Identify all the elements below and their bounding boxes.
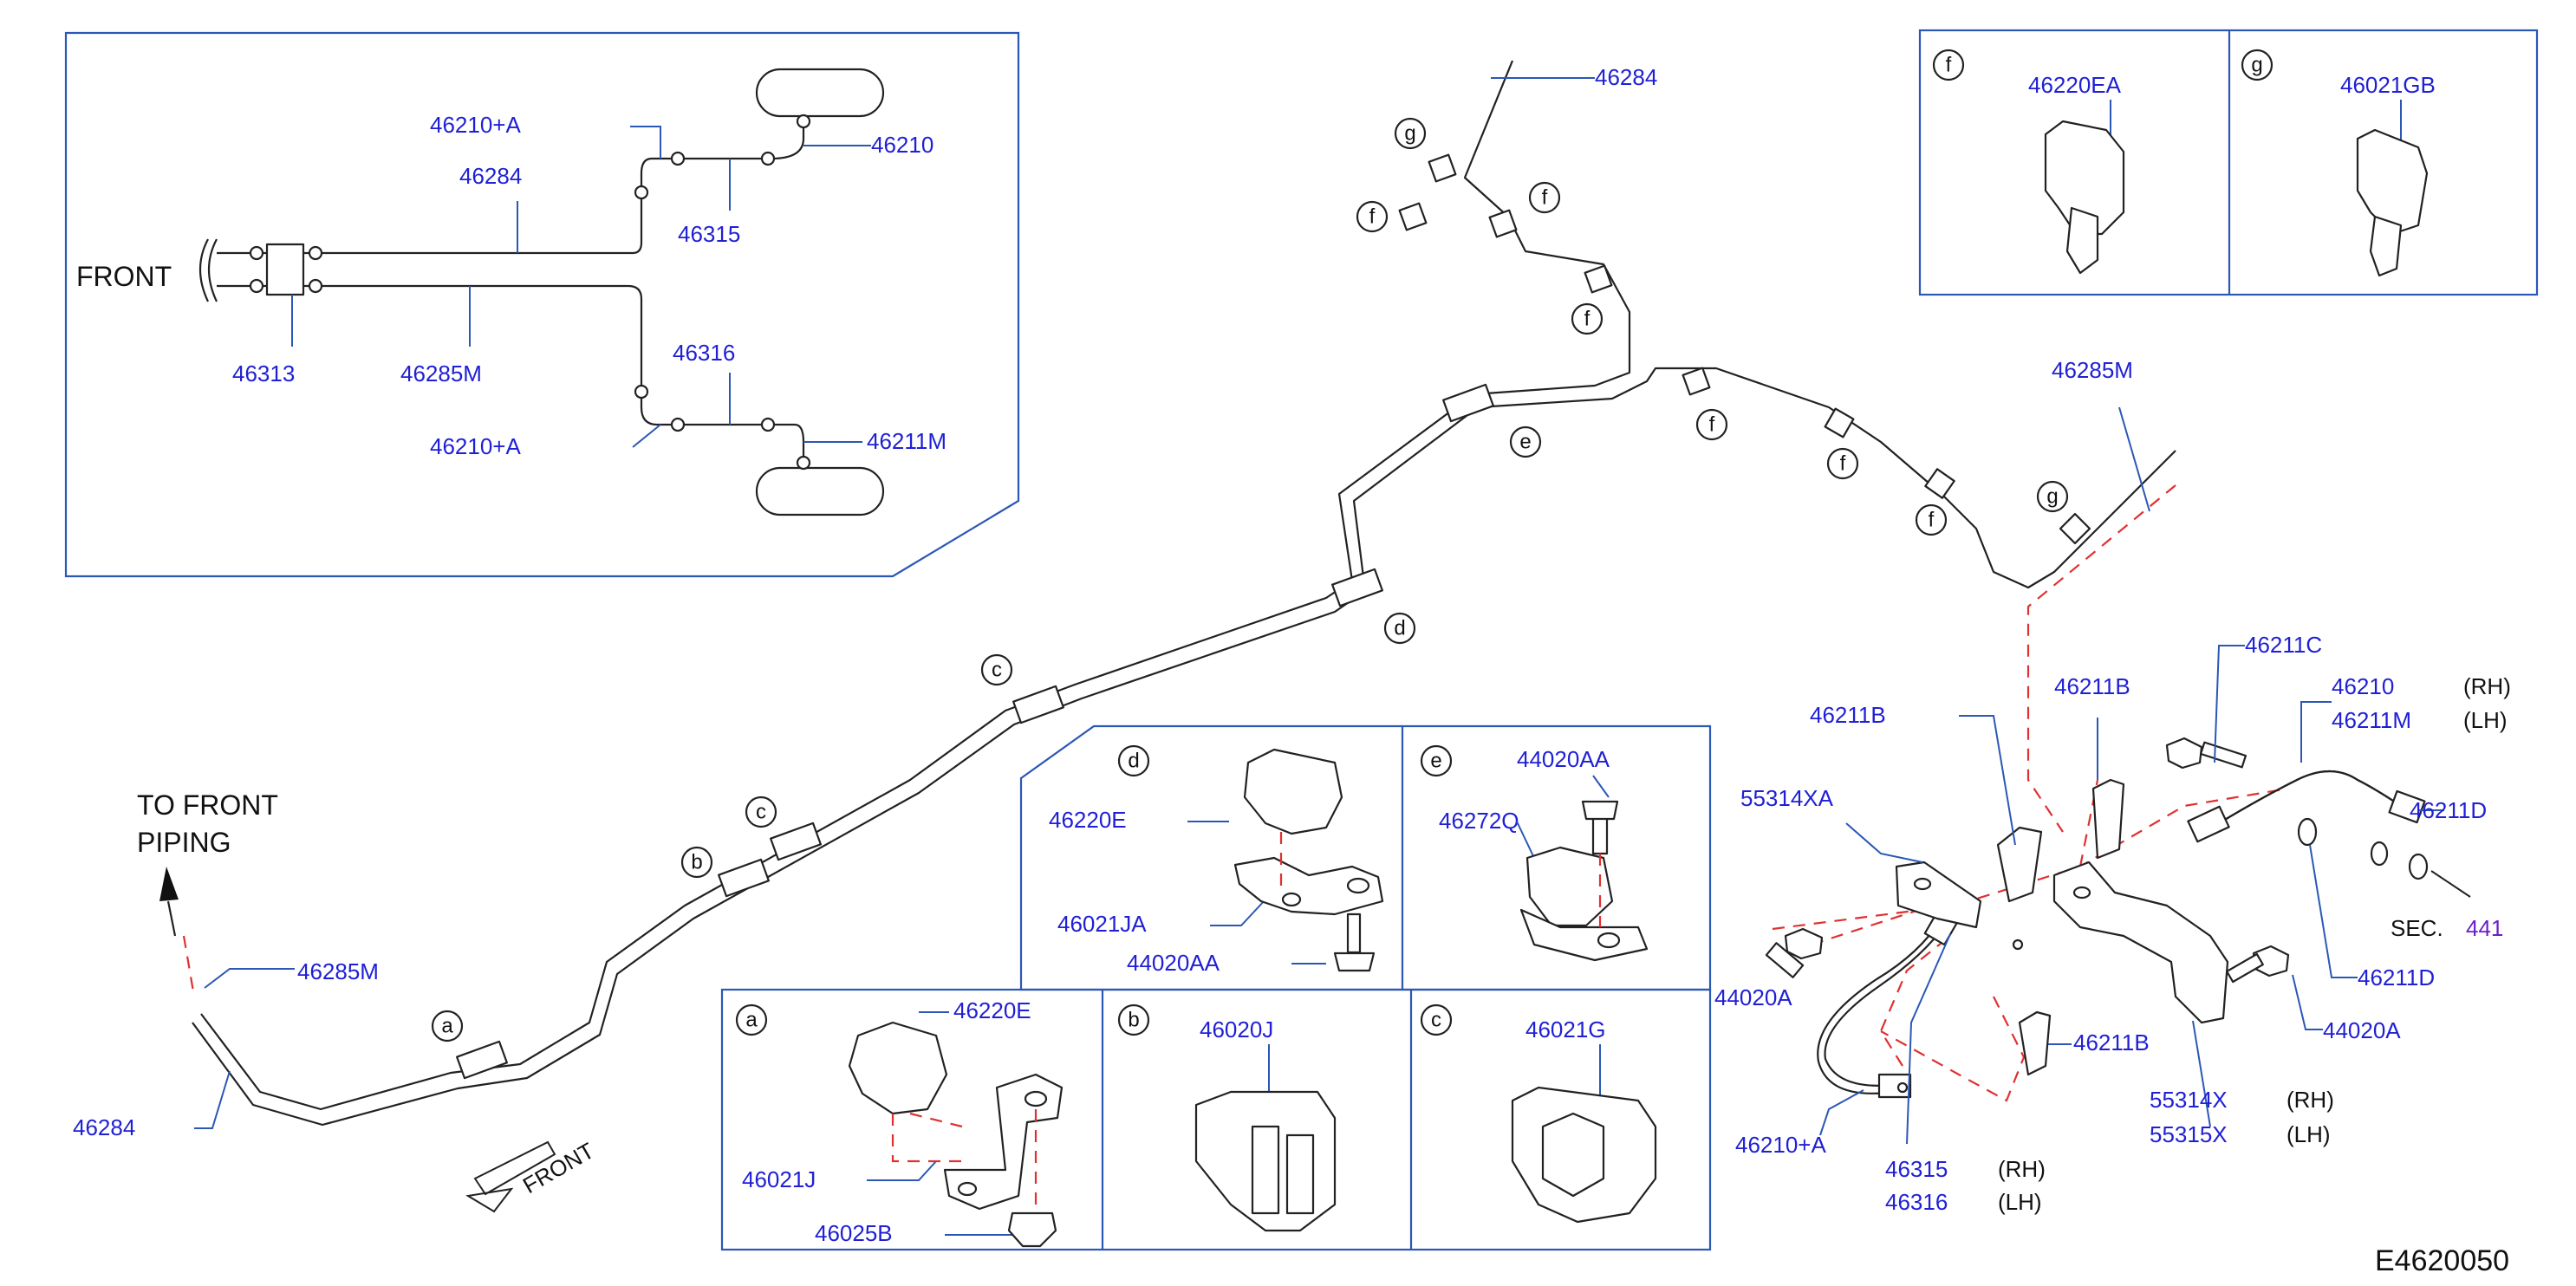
section-label: SEC. (2391, 915, 2443, 941)
route-clip-markers: g f f f e f f f g d c c b a (431, 117, 2069, 1042)
label-55315x: 55315X (2150, 1121, 2228, 1147)
clip-marker-f: f (1709, 413, 1715, 437)
label-55314x: 55314X (2150, 1087, 2228, 1113)
label-lh: (LH) (2287, 1121, 2331, 1147)
label-46211b: 46211B (2054, 673, 2130, 699)
label-46210: 46210 (871, 132, 933, 158)
label-44020a: 44020A (1714, 984, 1792, 1010)
svg-text:f: f (1946, 54, 1952, 77)
clip-marker-f: f (1584, 308, 1590, 331)
label-46285m-right: 46285M (2052, 357, 2133, 383)
label-46220e-d: 46220E (1049, 807, 1127, 833)
clip-marker-g: g (1404, 122, 1415, 146)
label-46315: 46315 (678, 221, 740, 247)
label-46211c: 46211C (2245, 632, 2322, 658)
label-46284-left: 46284 (73, 1114, 135, 1140)
clip-detail-box-d-e: d e 46220E 46021JA 44020AA 44020AA 46272… (1019, 724, 1712, 991)
clip-marker-g: g (2046, 485, 2058, 509)
svg-text:g: g (2251, 54, 2262, 77)
clip-detail-box-f-g: f g 46220EA 46021GB (1918, 29, 2539, 296)
label-46021gb: 46021GB (2340, 72, 2436, 98)
clip-marker-f: f (1369, 205, 1376, 229)
section-reference-441[interactable]: 441 (2466, 915, 2503, 941)
label-46285m-left: 46285M (297, 958, 379, 984)
label-46220e-a: 46220E (953, 997, 1031, 1023)
right-brake-drum (755, 68, 885, 118)
main-brake-pipe-route (159, 60, 2176, 1213)
clip-marker-d: d (1394, 617, 1405, 640)
label-rh: (RH) (1998, 1156, 2046, 1182)
label-46020j: 46020J (1200, 1016, 1273, 1042)
clip-marker-c: c (992, 659, 1002, 682)
label-rh: (RH) (2287, 1087, 2334, 1113)
label-46211d: 46211D (2358, 964, 2435, 990)
clip-marker-e: e (1519, 431, 1531, 454)
label-46021ja: 46021JA (1057, 911, 1147, 937)
clip-marker-f: f (1840, 452, 1846, 476)
svg-text:e: e (1430, 750, 1441, 773)
label-46272q: 46272Q (1439, 808, 1519, 834)
label-46210-plus-a-top: 46210+A (430, 112, 521, 138)
label-lh: (LH) (1998, 1189, 2042, 1215)
clip-marker-f: f (1542, 186, 1548, 210)
label-46316: 46316 (673, 340, 735, 366)
label-46315: 46315 (1885, 1156, 1948, 1182)
svg-text:b: b (1128, 1009, 1139, 1032)
piping-label: PIPING (137, 827, 231, 858)
to-front-arrow-icon (159, 867, 179, 901)
label-44020aa-d: 44020AA (1127, 950, 1220, 976)
clip-detail-box-a-b-c: a b c 46220E 46021J 46025B 46020J 46021G (720, 988, 1712, 1251)
label-46211b: 46211B (1810, 702, 1886, 728)
label-46316: 46316 (1885, 1189, 1948, 1215)
svg-text:a: a (745, 1009, 758, 1032)
label-46210-plus-a: 46210+A (1735, 1132, 1826, 1158)
label-46021g: 46021G (1525, 1016, 1606, 1042)
label-46285m: 46285M (400, 360, 482, 386)
diagram-code: E4620050 (2375, 1244, 2509, 1277)
left-brake-drum (755, 466, 885, 516)
label-46220ea: 46220EA (2028, 72, 2122, 98)
to-front-label: TO FRONT (137, 789, 278, 821)
svg-text:d: d (1128, 750, 1139, 773)
label-44020a: 44020A (2323, 1017, 2401, 1043)
label-rh: (RH) (2463, 673, 2511, 699)
label-46211d: 46211D (2410, 797, 2487, 823)
label-46313: 46313 (232, 360, 295, 386)
front-label: FRONT (76, 261, 172, 292)
clip-marker-f: f (1929, 509, 1935, 532)
label-46211b: 46211B (2073, 1029, 2150, 1055)
svg-text:c: c (1431, 1009, 1441, 1032)
clip-marker-a: a (441, 1015, 453, 1038)
label-46025b: 46025B (815, 1220, 893, 1246)
label-46210-rh: 46210 (2332, 673, 2394, 699)
label-46021j: 46021J (742, 1166, 816, 1192)
label-46284: 46284 (459, 163, 522, 189)
rear-hose-bracket-assembly (1765, 645, 2471, 1145)
label-lh: (LH) (2463, 707, 2508, 733)
label-46211m-lh: 46211M (2332, 707, 2411, 733)
label-46210-plus-a-bottom: 46210+A (430, 433, 521, 459)
front-direction-arrow-icon (465, 1187, 514, 1213)
label-46284-top: 46284 (1595, 64, 1657, 90)
clip-marker-b: b (691, 851, 702, 874)
label-55314xa: 55314XA (1740, 785, 1834, 811)
clip-marker-c: c (756, 801, 766, 824)
junction-connector (265, 243, 305, 296)
label-46211m: 46211M (867, 428, 946, 454)
label-44020aa-e: 44020AA (1517, 746, 1610, 772)
front-overview-inset: 46210+A 46210 46284 46315 FRONT 46313 46… (64, 31, 1020, 578)
